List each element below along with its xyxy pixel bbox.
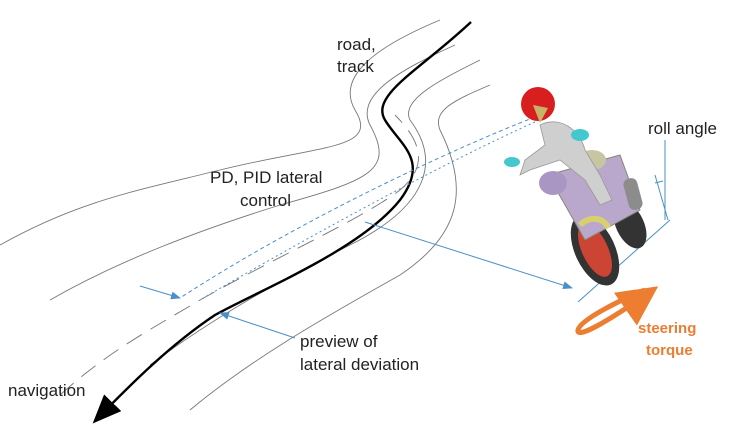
exhaust — [623, 178, 643, 210]
road-edge-inner-right — [149, 59, 481, 366]
preview-line-dashed-2 — [199, 121, 536, 301]
ground-line — [577, 219, 671, 303]
preview-arrow — [219, 312, 296, 339]
steering-torque-arrow — [575, 286, 659, 336]
helmet — [521, 87, 555, 121]
road-edge-inner-left — [49, 44, 456, 301]
helmet-visor — [533, 105, 548, 123]
control-arrow — [364, 221, 573, 290]
road-edge-outer-left — [0, 19, 441, 246]
deviation-arrow-left — [139, 285, 181, 300]
road-edges — [0, 19, 491, 411]
navigation-label: navigation — [8, 381, 86, 400]
front-fender — [577, 215, 611, 230]
road-label-2: track — [337, 57, 374, 76]
preview-label-1: preview of — [300, 332, 378, 351]
left-mirror — [504, 157, 520, 167]
motorcycle-with-rider — [504, 87, 647, 286]
roll-angle-arc — [654, 180, 664, 184]
control-label-1: PD, PID lateral — [210, 168, 322, 187]
road-centerline — [59, 114, 419, 396]
annotations — [139, 116, 671, 339]
road-label-1: road, — [337, 35, 376, 54]
right-mirror — [571, 129, 589, 141]
steering-torque-label-2: torque — [646, 342, 693, 359]
preview-line-dashed-1 — [179, 116, 536, 299]
rider-body — [519, 121, 613, 206]
steering-torque-label-1: steering — [638, 320, 696, 337]
control-label-2: control — [240, 191, 291, 210]
roll-angle-label: roll angle — [648, 119, 717, 138]
road-edge-outer-right — [189, 84, 491, 411]
navigation-path — [92, 21, 472, 424]
tank-left — [539, 171, 567, 195]
preview-label-2: lateral deviation — [300, 355, 419, 374]
